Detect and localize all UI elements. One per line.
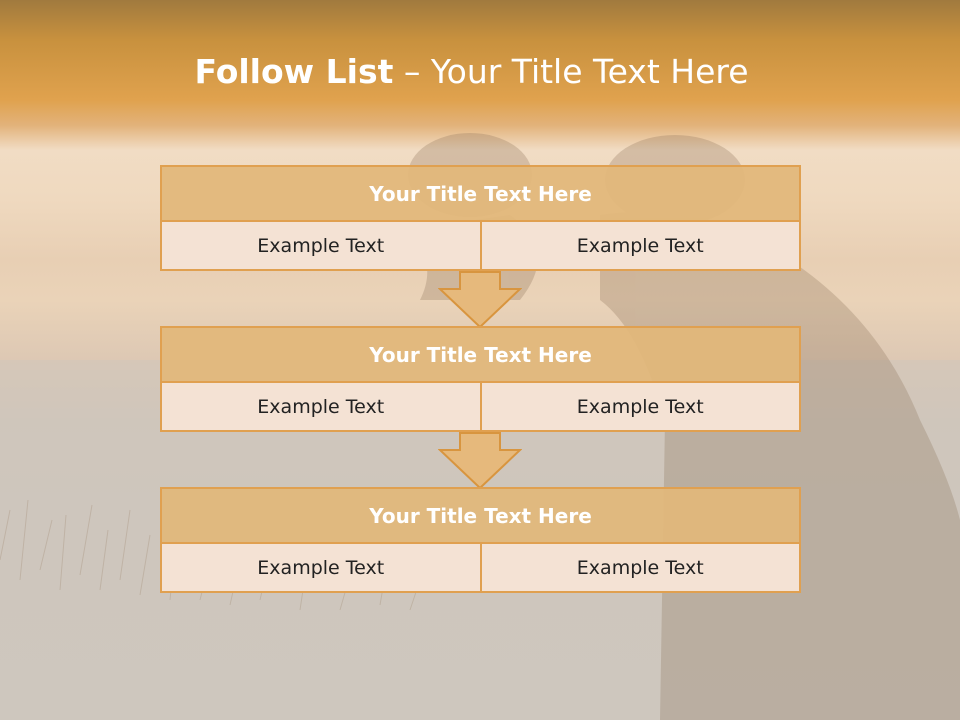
block-cell-right: Example Text — [479, 383, 801, 432]
list-block: Your Title Text Here Example Text Exampl… — [160, 326, 801, 432]
block-title: Your Title Text Here — [160, 326, 801, 383]
block-title: Your Title Text Here — [160, 487, 801, 544]
down-arrow-icon — [438, 271, 522, 329]
list-block: Your Title Text Here Example Text Exampl… — [160, 165, 801, 271]
block-cell-right: Example Text — [479, 544, 801, 593]
slide-title-bold: Follow List — [194, 52, 394, 91]
block-row: Example Text Example Text — [160, 383, 801, 432]
slide-title-rest: – Your Title Text Here — [393, 52, 749, 91]
block-row: Example Text Example Text — [160, 222, 801, 271]
slide-title: Follow List – Your Title Text Here — [0, 52, 943, 91]
block-title: Your Title Text Here — [160, 165, 801, 222]
down-arrow-icon — [438, 432, 522, 490]
block-cell-left: Example Text — [160, 222, 480, 271]
block-cell-right: Example Text — [479, 222, 801, 271]
list-block: Your Title Text Here Example Text Exampl… — [160, 487, 801, 593]
block-row: Example Text Example Text — [160, 544, 801, 593]
block-cell-left: Example Text — [160, 544, 480, 593]
block-cell-left: Example Text — [160, 383, 480, 432]
